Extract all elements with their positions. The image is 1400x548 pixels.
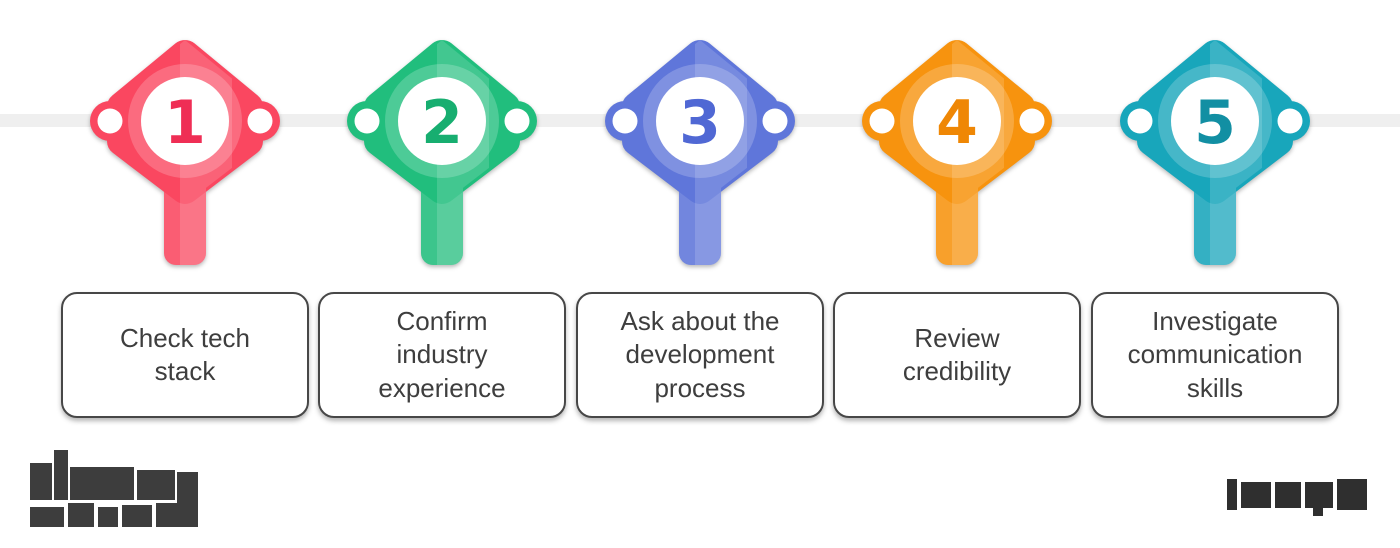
step-marker-1: 1	[85, 33, 285, 273]
step-number: 4	[936, 88, 978, 158]
timeline-dot	[1277, 108, 1303, 134]
timeline-dot	[612, 108, 638, 134]
step-card-2: Confirm industry experience	[318, 292, 566, 418]
timeline-dot	[1127, 108, 1153, 134]
timeline-dot	[247, 108, 273, 134]
step-number: 5	[1194, 88, 1236, 158]
step-label: Ask about the development process	[620, 306, 780, 403]
step-label: Check tech stack	[119, 322, 251, 386]
step-marker-2: 2	[342, 33, 542, 273]
step-card-4: Review credibility	[833, 292, 1081, 418]
step-marker-3: 3	[600, 33, 800, 273]
step-card-5: Investigate communication skills	[1091, 292, 1339, 418]
step-marker-5: 5	[1115, 33, 1315, 273]
step-number: 3	[679, 88, 721, 158]
step-number: 2	[421, 88, 463, 158]
redacted-logo	[30, 450, 200, 528]
step-marker-4: 4	[857, 33, 1057, 273]
timeline-dot	[1019, 108, 1045, 134]
timeline-dot	[869, 108, 895, 134]
timeline-dot	[354, 108, 380, 134]
redacted-watermark	[1227, 479, 1369, 519]
step-number: 1	[164, 88, 206, 158]
step-label: Confirm industry experience	[378, 306, 506, 403]
timeline-dot	[762, 108, 788, 134]
timeline-dot	[504, 108, 530, 134]
step-label: Review credibility	[902, 322, 1012, 386]
step-card-3: Ask about the development process	[576, 292, 824, 418]
step-label: Investigate communication skills	[1127, 306, 1303, 403]
step-card-1: Check tech stack	[61, 292, 309, 418]
timeline-dot	[97, 108, 123, 134]
